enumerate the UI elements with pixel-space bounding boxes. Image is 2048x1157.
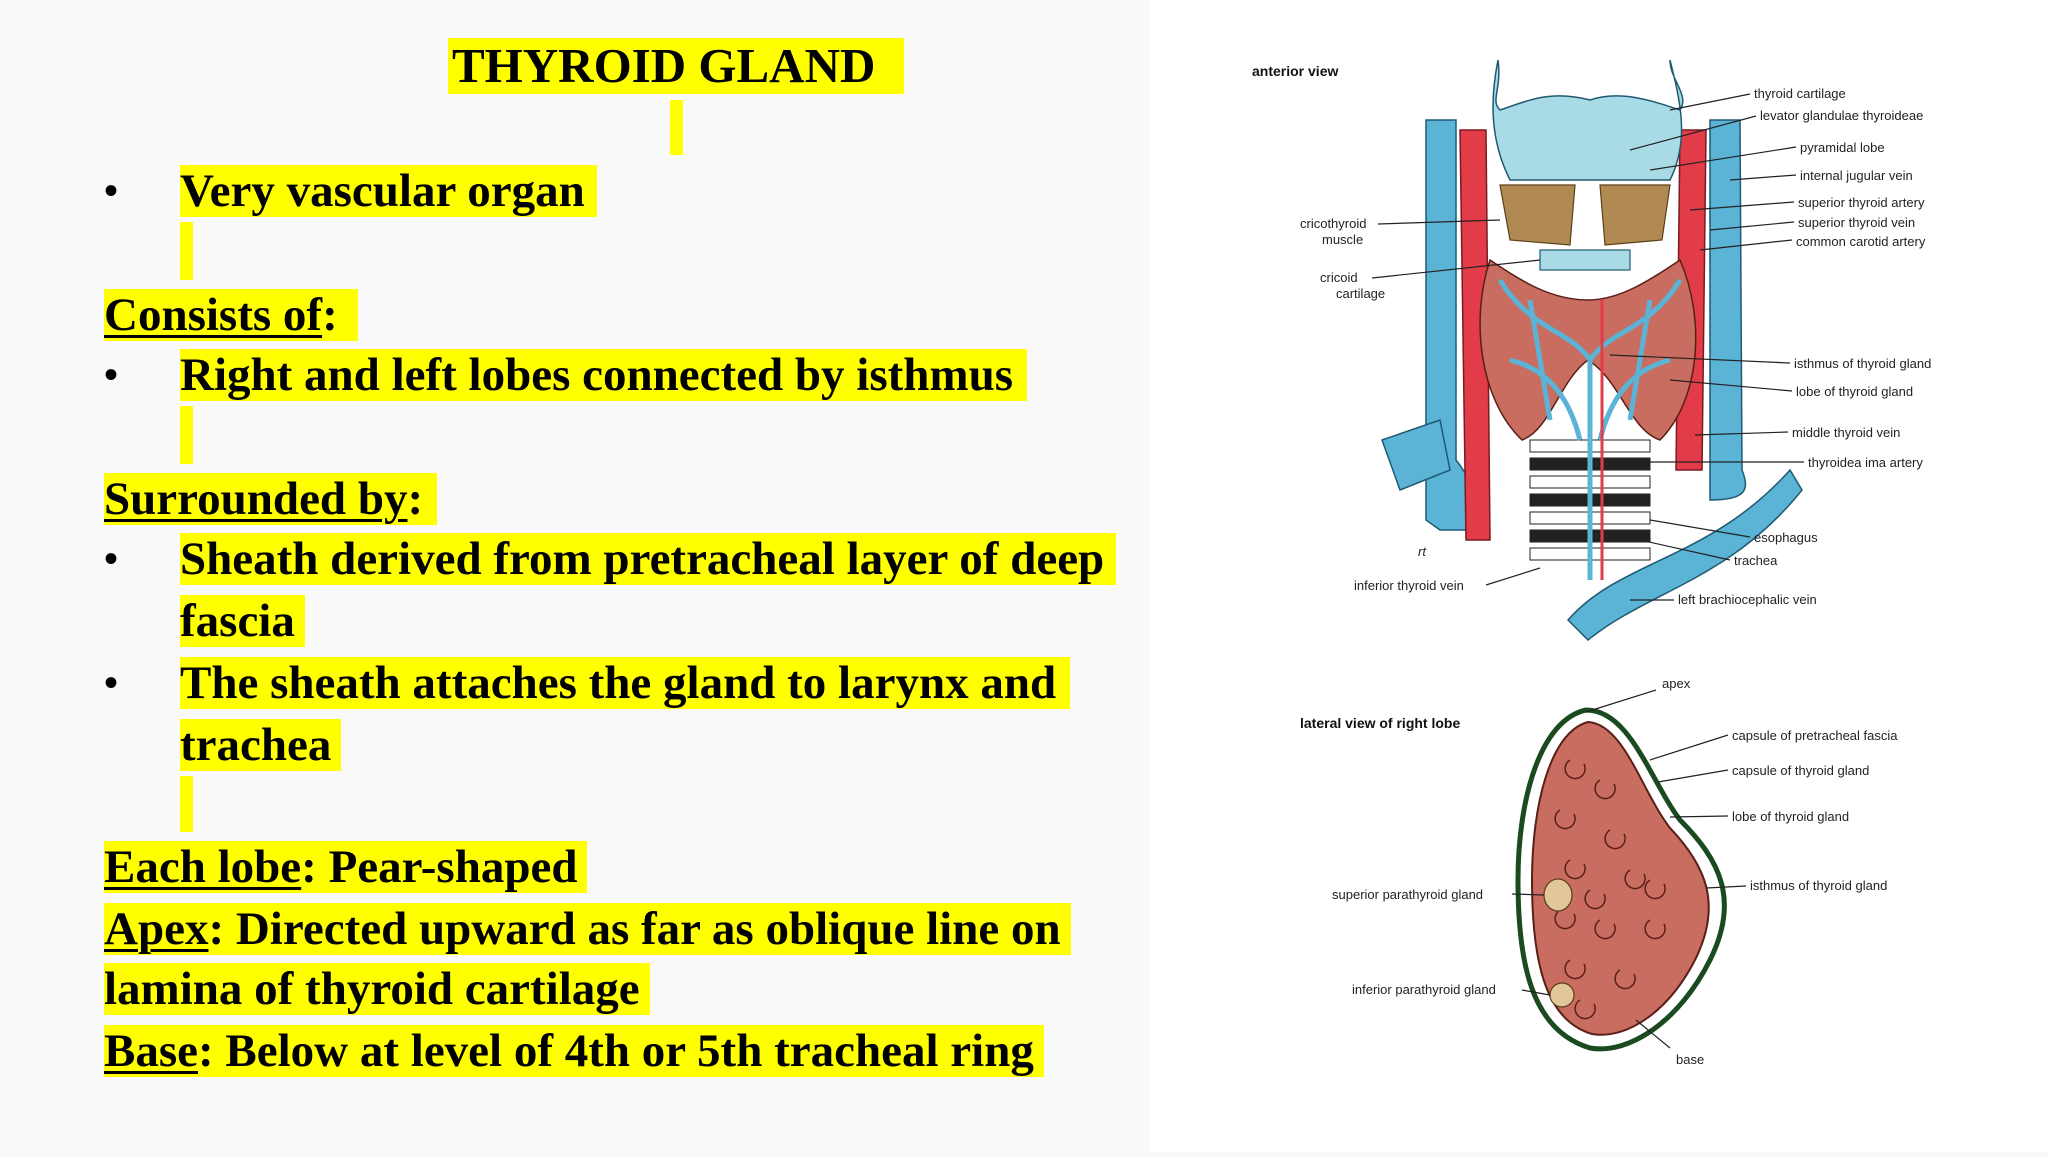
consists-label: Consists of: [104, 289, 323, 341]
anterior-view-diagram: anterior view: [1252, 59, 1931, 642]
label-ijv: internal jugular vein: [1800, 168, 1913, 183]
surrounded-item2-line1: The sheath attaches the gland to larynx …: [180, 654, 1071, 712]
consists-item-text: Right and left lobes connected by isthmu…: [180, 349, 1028, 401]
apex-label: Apex: [104, 903, 209, 955]
label-isthmus: isthmus of thyroid gland: [1794, 356, 1931, 371]
anterior-view-heading: anterior view: [1252, 63, 1338, 79]
label-lobe: lobe of thyroid gland: [1796, 384, 1913, 399]
cricothyroid-muscle-left: [1499, 184, 1576, 246]
label-esophagus: esophagus: [1754, 530, 1818, 545]
highlight-stub: [180, 222, 193, 280]
apex-line1: Apex: Directed upward as far as oblique …: [104, 900, 1071, 958]
label-thyroid-cartilage: thyroid cartilage: [1754, 86, 1846, 101]
surrounded-item1-line1: Sheath derived from pretracheal layer of…: [180, 530, 1117, 588]
label-cricoid-2: cartilage: [1336, 286, 1385, 301]
label-trachea: trachea: [1734, 553, 1778, 568]
label-isthmus-lateral: isthmus of thyroid gland: [1750, 878, 1887, 893]
label-itv: inferior thyroid vein: [1354, 578, 1464, 593]
surrounded-colon: :: [407, 473, 424, 525]
label-sta: superior thyroid artery: [1798, 195, 1925, 210]
thyroid-lobes-shape: [1479, 258, 1697, 441]
surrounded-heading: Surrounded by:: [104, 470, 438, 528]
label-lobe-lateral: lobe of thyroid gland: [1732, 809, 1849, 824]
vein-branch: [1381, 419, 1451, 491]
lateral-view-heading: lateral view of right lobe: [1300, 715, 1460, 731]
consists-heading: Consists of:: [104, 286, 358, 344]
apex-text-line2: lamina of thyroid cartilage: [104, 963, 650, 1015]
surrounded-item1-line1-text: Sheath derived from pretracheal layer of…: [180, 533, 1117, 585]
label-base: base: [1676, 1052, 1704, 1067]
highlight-stub: [180, 406, 193, 464]
cricoid-cartilage-shape: [1539, 249, 1631, 271]
common-carotid-artery-right: [1459, 129, 1491, 541]
venous-network: [1497, 278, 1683, 580]
label-apex: apex: [1662, 676, 1691, 691]
highlight-stub: [180, 776, 193, 832]
apex-line2: lamina of thyroid cartilage: [104, 960, 650, 1018]
label-cricothyroid-2: muscle: [1322, 232, 1363, 247]
surrounded-item2-line2-text: trachea: [180, 719, 342, 771]
label-mark: rt: [1418, 544, 1427, 559]
surrounded-label: Surrounded by: [104, 473, 408, 525]
bullet-point: •: [104, 660, 119, 705]
label-inferior-parathyroid: inferior parathyroid gland: [1352, 982, 1496, 997]
label-cricothyroid-1: cricothyroid: [1300, 216, 1366, 231]
consists-item: Right and left lobes connected by isthmu…: [180, 346, 1028, 404]
each-lobe-label: Each lobe: [104, 841, 302, 893]
diagram-area: anterior view: [1150, 0, 2048, 1152]
label-levator: levator glandulae thyroideae: [1760, 108, 1923, 123]
surrounded-item2-line2: trachea: [180, 716, 342, 774]
label-cricoid-1: cricoid: [1320, 270, 1358, 285]
slide-title: THYROID GLAND: [448, 38, 904, 94]
surrounded-item1-line2: fascia: [180, 592, 305, 650]
bullet-point: •: [104, 168, 119, 213]
lateral-labels: apex capsule of pretracheal fascia capsu…: [1332, 676, 1898, 1067]
label-ima: thyroidea ima artery: [1808, 455, 1923, 470]
surrounded-item2-line1-text: The sheath attaches the gland to larynx …: [180, 657, 1071, 709]
lobe-texture: [1554, 759, 1666, 1020]
point-vascular: Very vascular organ: [180, 162, 597, 220]
label-mtv: middle thyroid vein: [1792, 425, 1900, 440]
bullet-point: •: [104, 536, 119, 581]
consists-colon: :: [322, 289, 338, 341]
bullet-point: •: [104, 352, 119, 397]
left-brachiocephalic-vein-shape: [1566, 468, 1803, 642]
label-lbv: left brachiocephalic vein: [1678, 592, 1817, 607]
highlight-stub: [670, 100, 683, 155]
label-pyramidal: pyramidal lobe: [1800, 140, 1885, 155]
label-superior-parathyroid: superior parathyroid gland: [1332, 887, 1483, 902]
label-capsule-pretracheal: capsule of pretracheal fascia: [1732, 728, 1898, 743]
label-capsule-thyroid: capsule of thyroid gland: [1732, 763, 1869, 778]
label-stv: superior thyroid vein: [1798, 215, 1915, 230]
apex-text-line1: : Directed upward as far as oblique line…: [208, 903, 1061, 955]
superior-parathyroid-shape: [1543, 878, 1573, 912]
base-line: Base: Below at level of 4th or 5th trach…: [104, 1022, 1044, 1080]
lateral-view-diagram: lateral view of right lobe apex capsule …: [1300, 676, 1898, 1067]
label-cca: common carotid artery: [1796, 234, 1926, 249]
surrounded-item1-line2-text: fascia: [180, 595, 305, 647]
internal-jugular-vein-left: [1709, 119, 1747, 501]
slide-text: THYROID GLAND • Very vascular organ Cons…: [104, 38, 1117, 1080]
cricothyroid-muscle-right: [1599, 184, 1671, 246]
thyroid-diagrams: anterior view: [1150, 0, 2048, 1152]
inferior-parathyroid-shape: [1549, 982, 1575, 1008]
base-label: Base: [104, 1025, 198, 1077]
point-vascular-text: Very vascular organ: [180, 165, 597, 217]
base-text: : Below at level of 4th or 5th tracheal …: [198, 1025, 1034, 1077]
each-lobe-text: : Pear-shaped: [301, 841, 578, 893]
each-lobe-line: Each lobe: Pear-shaped: [104, 838, 588, 896]
anterior-labels: thyroid cartilage levator glandulae thyr…: [1300, 86, 1931, 607]
thyroid-cartilage-shape: [1492, 59, 1684, 181]
